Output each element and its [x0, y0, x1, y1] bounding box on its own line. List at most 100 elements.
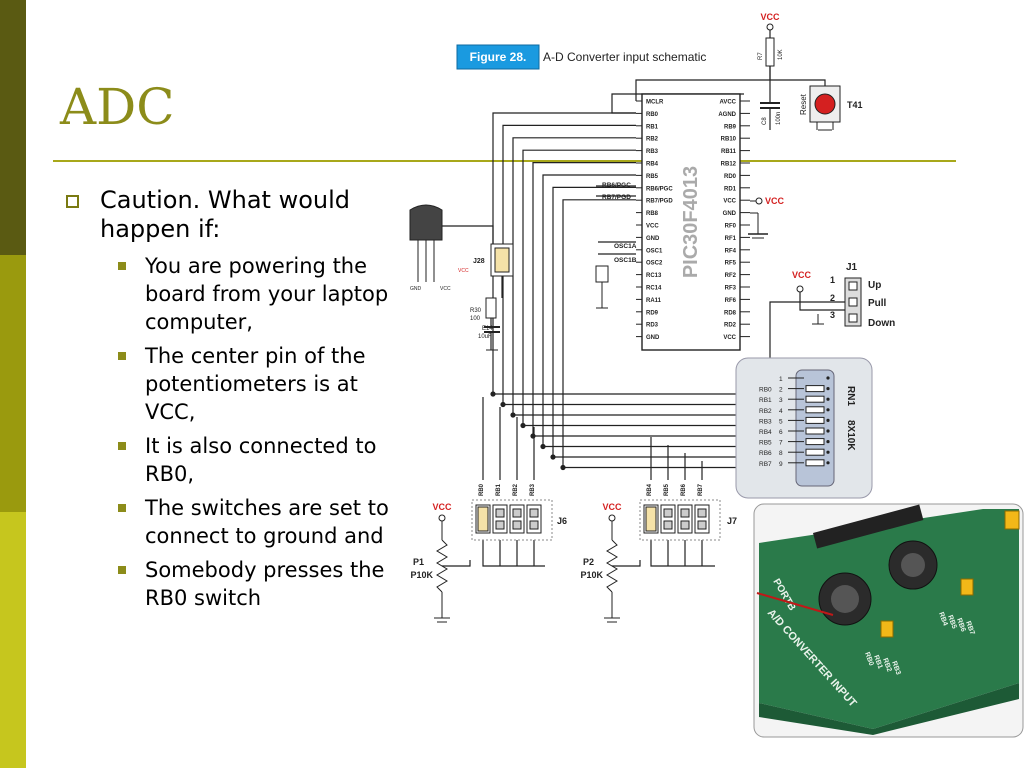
reset-label: Reset	[799, 93, 808, 115]
rn1-pin-number: 2	[779, 387, 783, 394]
rn1-common-node	[826, 440, 830, 444]
mcu-pin-right-label: RF5	[725, 261, 737, 267]
sensor-gnd-label: GND	[410, 286, 422, 292]
header-pin-label: RB6	[681, 483, 687, 496]
vcc-label: VCC	[602, 502, 622, 512]
rn1-pin-number: 3	[779, 397, 783, 404]
rb7pgd-net-label: RB7/PGD	[602, 194, 631, 201]
figure-caption: A-D Converter input schematic	[543, 50, 706, 64]
vcc-terminal-icon	[438, 514, 446, 522]
circuit-wire	[562, 199, 636, 468]
circuit-wire	[650, 540, 715, 567]
header-pin-label: RB1	[496, 483, 502, 496]
circuit-wire	[435, 225, 494, 244]
mcu-pin-right-label: RD1	[724, 186, 737, 192]
sub-bullet-text: It is also connected to RB0,	[145, 434, 377, 486]
sub-bullet: Somebody presses the RB0 switch	[60, 556, 400, 612]
rn1-pin-number: 4	[779, 408, 783, 415]
j1-pull-label: Pull	[868, 298, 887, 309]
circuit-wire	[442, 560, 471, 567]
mcu-pin-right-label: RF3	[725, 286, 737, 292]
mcu-pin-left-label: RC13	[646, 273, 662, 279]
photo-pin-label: RB6	[955, 617, 966, 633]
c8-label: C8	[762, 117, 768, 125]
rn1-resistor	[805, 427, 825, 435]
sub-bullet: It is also connected to RB0,	[60, 432, 400, 488]
sub-bullet: You are powering the board from your lap…	[60, 252, 400, 336]
rn1-common-node	[826, 429, 830, 433]
header-pin-label: RB4	[647, 483, 653, 496]
mcu-name: PIC30F4013	[680, 166, 702, 278]
rn1-resistor	[805, 438, 825, 446]
rn1-resistor	[805, 448, 825, 456]
vcc-label: VCC	[765, 196, 785, 206]
board-photo: PORTB A/D CONVERTER INPUT RB0RB1RB2RB3RB…	[753, 503, 1024, 738]
j1-down-label: Down	[868, 318, 895, 329]
mcu-pin-left-label: VCC	[646, 224, 659, 230]
rn1-pin-name: RB0	[759, 387, 772, 394]
rn1-common-node	[826, 450, 830, 454]
header-pin-label: RB7	[698, 483, 704, 496]
mcu-pin-left-label: OSC2	[646, 261, 663, 267]
mcu-pin-left-label: RB8	[646, 211, 659, 217]
j1-pin1-number: 1	[830, 275, 835, 285]
square-bullet-icon	[118, 504, 126, 512]
jumper-cap-icon	[494, 247, 510, 273]
circuit-wire	[532, 162, 636, 436]
mcu-pin-left-label: RA11	[646, 298, 662, 304]
pointer-line	[756, 592, 834, 616]
circuit-wire	[482, 540, 545, 567]
photo-pin-label: RB5	[946, 614, 957, 630]
mcu-pin-left-label: RB6/PGC	[646, 186, 673, 192]
slide-title: ADC	[60, 78, 175, 136]
mcu-pin-right-label: RF0	[725, 224, 737, 230]
vcc-label: VCC	[760, 12, 780, 22]
hollow-square-bullet-icon	[66, 195, 79, 208]
vcc-label: VCC	[432, 502, 452, 512]
sensor-vcc-red-label: VCC	[458, 268, 469, 274]
jumper-cap-icon	[1004, 510, 1020, 530]
potentiometer-p1	[436, 539, 448, 593]
header-pin-icon	[848, 297, 858, 307]
header-pin-icon	[529, 508, 539, 518]
vcc-terminal-icon	[608, 514, 616, 522]
e14-label: E14	[482, 326, 493, 332]
e14-value: 10uF	[478, 334, 492, 340]
reset-button-icon	[814, 93, 836, 115]
rn1-pin-name: RB6	[759, 450, 772, 457]
circuit-wire	[502, 124, 636, 405]
rn1-common-node	[826, 376, 830, 380]
mcu-chip	[641, 93, 741, 351]
rn1-common-node	[826, 418, 830, 422]
ad-converter-schematic: Figure 28. A-D Converter input schematic…	[409, 12, 895, 623]
t41-label: T41	[847, 100, 863, 110]
r7-value: 10K	[778, 49, 784, 60]
rn1-pin-number: 5	[779, 418, 783, 425]
sub-bullet: The switches are set to connect to groun…	[60, 494, 400, 550]
mcu-pin-right-label: RF2	[725, 273, 737, 279]
circuit-wire	[596, 185, 636, 255]
pcb-edge	[759, 683, 1019, 735]
resistor-r30	[485, 297, 497, 319]
bullet-level1: Caution. What would happen if:	[60, 186, 400, 244]
rn1-resistor	[805, 395, 825, 403]
mcu-pin-left-label: RB4	[646, 162, 659, 168]
rn1-pin-name: RB4	[759, 429, 772, 436]
mcu-pin-right-label: AVCC	[719, 100, 736, 106]
decor-band-top	[0, 0, 26, 255]
mcu-pin-left-label: RD9	[646, 310, 659, 316]
square-bullet-icon	[118, 566, 126, 574]
rn1-pin-name: RB1	[759, 397, 772, 404]
header-pin-label: RB0	[479, 483, 485, 496]
rn1-value: 8X10K	[845, 420, 856, 451]
mcu-pin-right-label: RF1	[725, 236, 737, 242]
mcu-pin-left-label: RC14	[646, 286, 662, 292]
header-pin-icon	[697, 508, 707, 518]
j1-pin2-number: 2	[830, 293, 835, 303]
rn1-pin-number: 1	[779, 376, 783, 383]
circuit-wire	[770, 79, 826, 86]
mcu-pin-right-label: RB12	[721, 162, 737, 168]
r7-label: R7	[758, 52, 764, 60]
j28-label: J28	[473, 258, 485, 265]
rn1-pin-name: RB3	[759, 418, 772, 425]
